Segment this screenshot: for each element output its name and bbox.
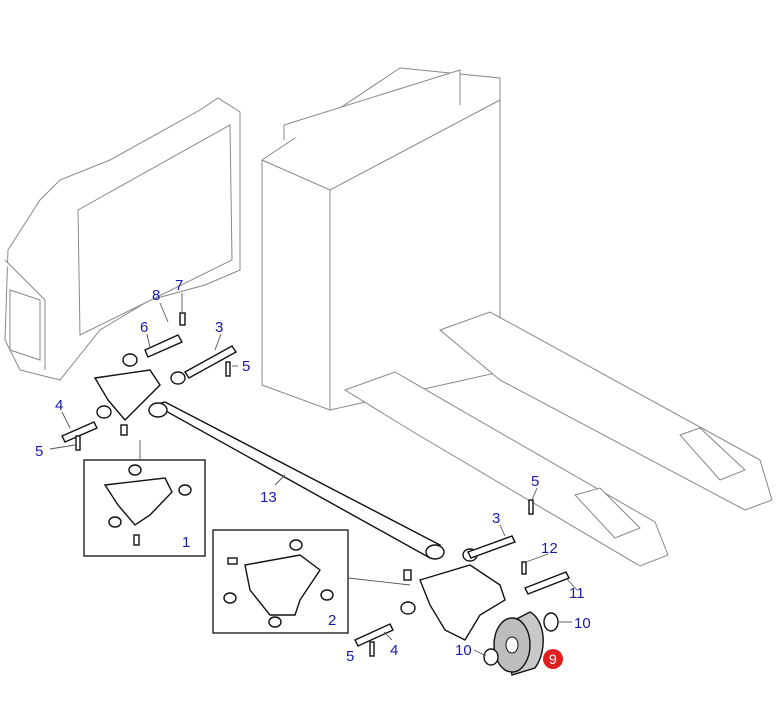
mast-housing <box>261 67 501 411</box>
callout-11[interactable]: 11 <box>569 585 585 602</box>
callout-2[interactable]: 2 <box>328 612 336 629</box>
callout-7[interactable]: 7 <box>175 277 183 294</box>
callout-9-highlighted[interactable]: 9 <box>543 649 563 669</box>
leader-lines <box>49 293 578 657</box>
forks <box>343 311 773 567</box>
roller-wheel <box>483 611 559 676</box>
callout-9[interactable]: 9 <box>549 651 557 667</box>
callout-5[interactable]: 5 <box>35 443 43 460</box>
callout-5[interactable]: 5 <box>531 473 539 490</box>
callout-10[interactable]: 10 <box>455 642 472 659</box>
callout-4[interactable]: 4 <box>390 642 398 659</box>
upper-bracket-assembly <box>61 312 238 451</box>
callout-8[interactable]: 8 <box>152 287 160 304</box>
callout-5[interactable]: 5 <box>242 358 250 375</box>
chassis-frame <box>4 97 241 381</box>
inset-box-2 <box>212 529 411 634</box>
callout-13[interactable]: 13 <box>260 489 277 506</box>
lower-bracket-assembly <box>354 499 570 657</box>
callout-4[interactable]: 4 <box>55 397 63 414</box>
callout-12[interactable]: 12 <box>541 540 558 557</box>
callout-3[interactable]: 3 <box>215 319 223 336</box>
tie-rod <box>148 401 445 560</box>
callout-5[interactable]: 5 <box>346 648 354 665</box>
callout-1[interactable]: 1 <box>182 534 190 551</box>
callout-3[interactable]: 3 <box>492 510 500 527</box>
inset-box-1 <box>83 440 206 557</box>
callout-10[interactable]: 10 <box>574 615 591 632</box>
callout-6[interactable]: 6 <box>140 319 148 336</box>
callouts: 8 7 6 3 5 4 5 1 13 2 5 3 12 11 10 10 4 5… <box>35 277 591 669</box>
highlight-badge <box>543 649 563 669</box>
